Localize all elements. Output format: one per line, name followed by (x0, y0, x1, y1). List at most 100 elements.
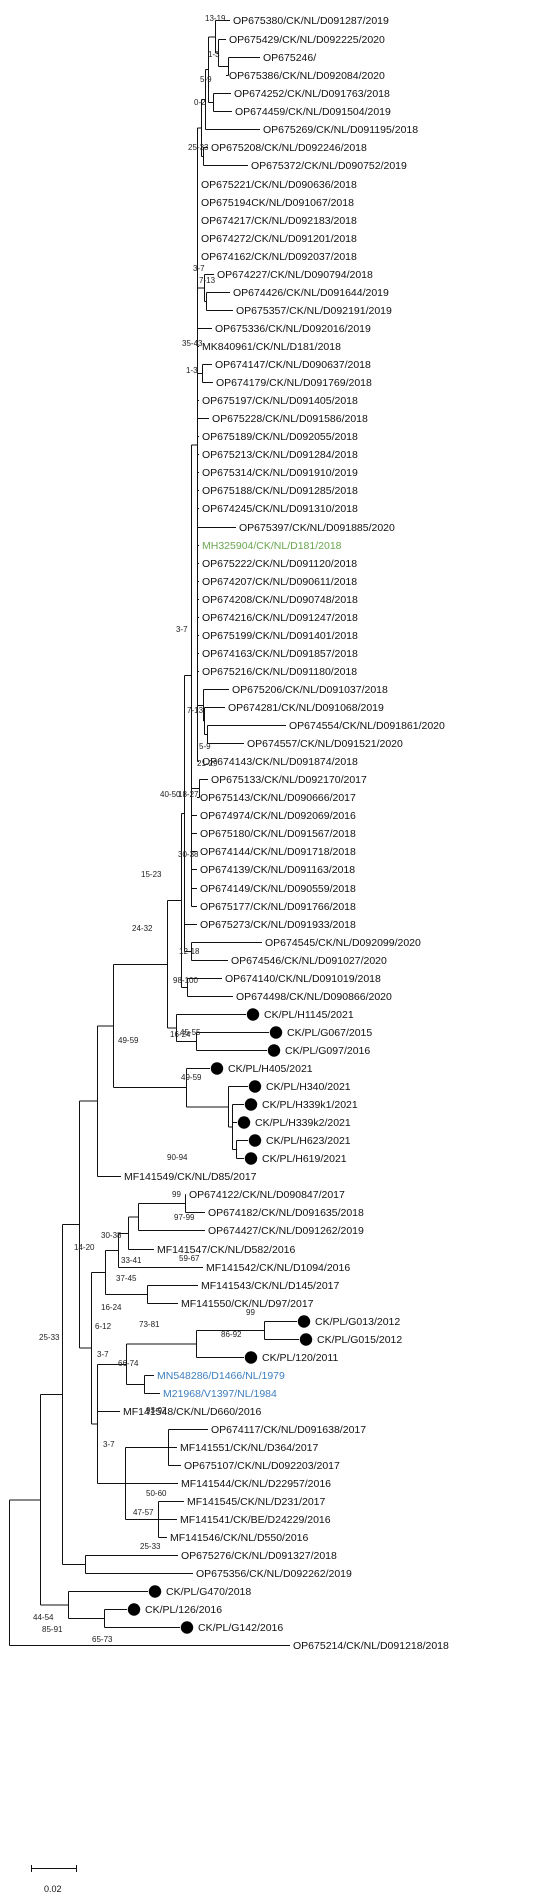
bootstrap-support-label: 24-32 (132, 924, 153, 933)
taxon-label: CK/PL/G470/2018 (166, 1586, 251, 1598)
bootstrap-support-label: 25-33 (39, 1333, 60, 1342)
bootstrap-support-label: 40-50 (160, 790, 181, 799)
sample-marker-dot (210, 1062, 224, 1075)
bootstrap-support-label: 65-73 (92, 1635, 113, 1644)
taxon-label: OP674179/CK/NL/D091769/2018 (216, 377, 372, 389)
taxon-label: MF141550/CK/NL/D97/2017 (181, 1298, 314, 1310)
taxon-label: OP674252/CK/NL/D091763/2018 (234, 88, 390, 100)
bootstrap-support-label: 30-38 (101, 1231, 122, 1240)
taxon-label: CK/PL/H619/2021 (262, 1153, 347, 1165)
taxon-label: CK/PL/G142/2016 (198, 1622, 283, 1634)
taxon-label: CK/PL/H1145/2021 (264, 1009, 354, 1021)
bootstrap-support-label: 25-33 (140, 1542, 161, 1551)
sample-marker-dot (299, 1333, 313, 1346)
taxon-label: OP675214/CK/NL/D091218/2018 (293, 1640, 449, 1652)
taxon-label: OP675228/CK/NL/D091586/2018 (212, 413, 368, 425)
taxon-label: OP675177/CK/NL/D091766/2018 (200, 901, 356, 913)
taxon-label: MH325904/CK/NL/D181/2018 (202, 540, 342, 552)
taxon-label: OP674143/CK/NL/D091874/2018 (202, 756, 358, 768)
bootstrap-support-label: 3-7 (103, 1440, 115, 1449)
bootstrap-support-label: 16-24 (170, 1030, 191, 1039)
bootstrap-support-label: 35-43 (182, 339, 203, 348)
bootstrap-support-label: 7-13 (199, 276, 216, 285)
bootstrap-support-label: 90-94 (167, 1153, 188, 1162)
taxon-label: MF141548/CK/NL/D660/2016 (123, 1406, 261, 1418)
taxon-label: OP674163/CK/NL/D091857/2018 (202, 648, 358, 660)
taxon-label: CK/PL/G013/2012 (315, 1316, 400, 1328)
taxon-label: OP675188/CK/NL/D091285/2018 (202, 485, 358, 497)
taxon-label: OP675429/CK/NL/D092225/2020 (229, 34, 385, 46)
taxon-label: M21968/V1397/NL/1984 (163, 1388, 277, 1400)
taxon-label: OP675372/CK/NL/D090752/2019 (251, 160, 407, 172)
taxon-labels: OP675380/CK/NL/D091287/2019OP675429/CK/N… (123, 15, 449, 1652)
bootstrap-support-label: 15-23 (141, 870, 162, 879)
taxon-label: CK/PL/G015/2012 (317, 1334, 402, 1346)
bootstrap-support-label: 37-45 (116, 1274, 137, 1283)
taxon-label: OP674272/CK/NL/D091201/2018 (201, 233, 357, 245)
taxon-label: OP674427/CK/NL/D091262/2019 (208, 1225, 364, 1237)
taxon-label: OP675208/CK/NL/D092246/2018 (211, 142, 367, 154)
taxon-label: CK/PL/G097/2016 (285, 1045, 370, 1057)
bootstrap-support-label: 97-99 (174, 1213, 195, 1222)
bootstrap-support-label: 47-57 (133, 1508, 154, 1517)
taxon-label: OP675189/CK/NL/D092055/2018 (202, 431, 358, 443)
bootstrap-support-label: 25-33 (188, 143, 209, 152)
bootstrap-support-label: 93-97 (146, 1406, 167, 1415)
tree-branches (9, 20, 299, 1646)
bootstrap-support-label: 44-54 (33, 1613, 54, 1622)
taxon-label: OP674139/CK/NL/D091163/2018 (200, 864, 355, 876)
taxon-label: OP674117/CK/NL/D091638/2017 (211, 1424, 366, 1436)
taxon-label: OP675197/CK/NL/D091405/2018 (202, 395, 358, 407)
taxon-label: OP674147/CK/NL/D090637/2018 (215, 359, 371, 371)
taxon-label: OP675133/CK/NL/D092170/2017 (211, 774, 367, 786)
bootstrap-support-label: 59-67 (179, 1254, 200, 1263)
bootstrap-support-label: 18-27 (178, 790, 199, 799)
taxon-label: OP674498/CK/NL/D090866/2020 (236, 991, 392, 1003)
taxon-label: OP675314/CK/NL/D091910/2019 (202, 467, 358, 479)
bootstrap-support-label: 49-59 (118, 1036, 139, 1045)
taxon-label: OP675143/CK/NL/D090666/2017 (200, 792, 356, 804)
taxon-label: OP674144/CK/NL/D091718/2018 (200, 846, 356, 858)
taxon-label: OP675357/CK/NL/D092191/2019 (236, 305, 392, 317)
taxon-label: MK840961/CK/NL/D181/2018 (202, 341, 341, 353)
bootstrap-support-label: 7-13 (187, 706, 204, 715)
taxon-label: MF141541/CK/BE/D24229/2016 (180, 1514, 331, 1526)
taxon-label: OP674546/CK/NL/D091027/2020 (231, 955, 387, 967)
taxon-label: MF141544/CK/NL/D22957/2016 (181, 1478, 331, 1490)
taxon-label: OP675107/CK/NL/D092203/2017 (184, 1460, 340, 1472)
sample-marker-dot (244, 1098, 258, 1111)
sample-marker-dot (148, 1585, 162, 1598)
taxon-label: MF141542/CK/NL/D1094/2016 (206, 1262, 350, 1274)
taxon-label: OP675216/CK/NL/D091180/2018 (202, 666, 357, 678)
taxon-label: OP675276/CK/NL/D091327/2018 (181, 1550, 337, 1562)
bootstrap-support-label: 66-74 (118, 1359, 139, 1368)
taxon-label: CK/PL/H339k2/2021 (255, 1117, 351, 1129)
bootstrap-support-label: 3-7 (97, 1350, 109, 1359)
bootstrap-support-label: 30-38 (178, 850, 199, 859)
bootstrap-support-label: 0-2 (194, 98, 206, 107)
sample-marker-dot (244, 1351, 258, 1364)
bootstrap-support-label: 99 (172, 1190, 181, 1199)
taxon-label: MF141549/CK/NL/D85/2017 (124, 1171, 257, 1183)
taxon-label: OP675199/CK/NL/D091401/2018 (202, 630, 358, 642)
taxon-label: OP675246/ (263, 52, 316, 64)
taxon-label: OP675273/CK/NL/D091933/2018 (200, 919, 356, 931)
taxon-label: OP674217/CK/NL/D092183/2018 (201, 215, 357, 227)
taxon-label: OP675336/CK/NL/D092016/2019 (215, 323, 371, 335)
taxon-label: OP674281/CK/NL/D091068/2019 (228, 702, 384, 714)
sample-marker-dot (267, 1044, 281, 1057)
sample-marker-dot (297, 1315, 311, 1328)
tree-markers (127, 1008, 313, 1634)
taxon-label: OP674227/CK/NL/D090794/2018 (217, 269, 373, 281)
bootstrap-support-label: 13-19 (205, 14, 226, 23)
bootstrap-support-label: 73-81 (139, 1320, 160, 1329)
taxon-label: OP674426/CK/NL/D091644/2019 (233, 287, 389, 299)
taxon-label: CK/PL/H340/2021 (266, 1081, 351, 1093)
bootstrap-support-label: 5-9 (200, 75, 212, 84)
taxon-label: OP674216/CK/NL/D091247/2018 (202, 612, 358, 624)
bootstrap-support-label: 16-24 (101, 1303, 122, 1312)
bootstrap-support-label: 1-3 (208, 50, 220, 59)
taxon-label: MF141543/CK/NL/D145/2017 (201, 1280, 339, 1292)
bootstrap-support-label: 3-7 (193, 264, 205, 273)
